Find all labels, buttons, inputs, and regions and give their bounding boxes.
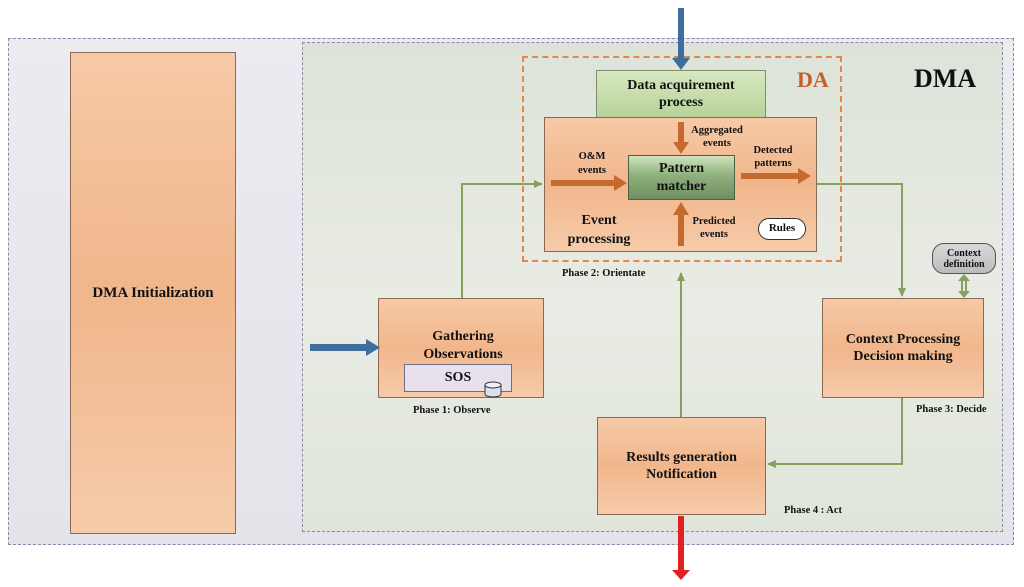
context-definition-box: Context definition — [932, 243, 996, 274]
predicted-events-label: Predicted events — [692, 216, 736, 240]
observe-to-orientate-line — [461, 180, 543, 298]
context-processing-label: Context Processing Decision making — [845, 331, 961, 365]
context-definition-double-arrow — [958, 274, 970, 298]
phase2-label: Phase 2: Orientate — [562, 268, 646, 279]
aggregated-events-arrow — [673, 122, 689, 154]
data-acquirement-label: Data acquirement process — [627, 77, 735, 111]
om-events-arrow — [551, 175, 627, 191]
dma-initialization-label: DMA Initialization — [92, 284, 214, 301]
results-generation-box: Results generation Notification — [597, 417, 766, 515]
orientate-to-decide-line — [817, 183, 906, 297]
rules-database: Rules — [758, 218, 806, 240]
detected-patterns-arrow — [741, 168, 811, 184]
dma-initialization-box: DMA Initialization — [70, 52, 236, 534]
event-processing-label: Event processing — [567, 213, 631, 247]
gathering-observations-label: Gathering Observations — [423, 329, 503, 362]
da-title: DA — [797, 67, 829, 92]
detected-patterns-label: Detected patterns — [753, 145, 793, 169]
predicted-events-arrow — [673, 202, 689, 246]
rules-label: Rules — [768, 222, 796, 235]
left-input-arrow — [310, 339, 380, 356]
data-acquirement-box: Data acquirement process — [596, 70, 766, 118]
phase3-label: Phase 3: Decide — [916, 404, 987, 415]
pattern-matcher-box: Pattern matcher — [628, 155, 735, 200]
context-definition-label: Context definition — [943, 247, 985, 270]
om-events-label: O&M events — [578, 151, 606, 176]
phase4-label: Phase 4 : Act — [784, 505, 843, 516]
database-icon — [484, 381, 502, 398]
pattern-matcher-label: Pattern matcher — [656, 161, 707, 194]
decide-to-act-line — [767, 398, 903, 468]
top-input-arrow — [672, 8, 690, 70]
phase1-label: Phase 1: Observe — [413, 405, 491, 416]
dma-title: DMA — [914, 64, 977, 93]
aggregated-events-label: Aggregated events — [691, 125, 743, 149]
sos-label: SOS — [444, 370, 472, 386]
context-processing-box: Context Processing Decision making — [822, 298, 984, 398]
results-generation-label: Results generation Notification — [626, 449, 737, 483]
bottom-output-arrow — [672, 516, 690, 580]
